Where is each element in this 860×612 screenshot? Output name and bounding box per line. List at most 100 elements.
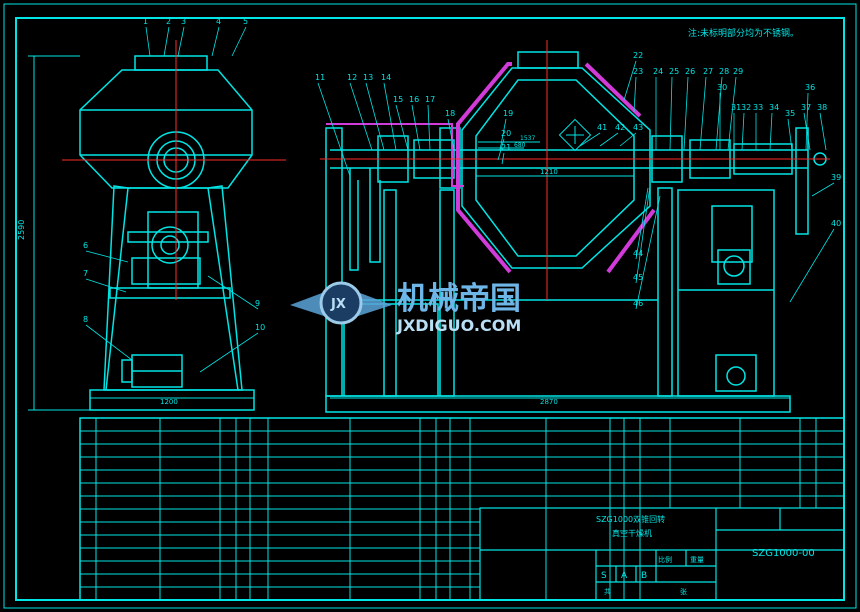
callout-number: 8	[83, 315, 88, 324]
callout-leader	[163, 26, 170, 57]
callout-number: 41	[597, 123, 607, 132]
title-subtitle: 真空干燥机	[612, 528, 652, 538]
callout-leader	[207, 275, 259, 310]
callout-number: 4	[216, 17, 221, 26]
callout-number: 13	[363, 73, 373, 82]
callout-leader	[635, 185, 651, 284]
callout-leader	[395, 104, 409, 151]
callout-leader	[85, 324, 133, 361]
callout-number: 12	[347, 73, 357, 82]
callout-number: 19	[503, 109, 513, 118]
callout-number: 26	[685, 67, 695, 76]
front-view	[79, 55, 255, 411]
side-hatch	[558, 118, 592, 152]
callout-number: 35	[785, 109, 795, 118]
callout-number: 7	[83, 269, 88, 278]
callout-number: 32	[741, 103, 751, 112]
title-cell-b: 张	[680, 587, 687, 596]
callout-number: 22	[633, 51, 643, 60]
callout-number: 40	[831, 219, 841, 228]
callout-number: 31	[731, 103, 741, 112]
callout-number: 15	[393, 95, 403, 104]
side-jacket-left	[326, 123, 464, 187]
callout-leader	[85, 250, 129, 263]
callout-number: 17	[425, 95, 435, 104]
callout-leader	[145, 26, 151, 57]
callout-number: 18	[445, 109, 455, 118]
callout-leader	[633, 76, 637, 113]
callout-leader	[635, 187, 649, 260]
callout-number: 2	[166, 17, 171, 26]
callout-number: 5	[243, 17, 248, 26]
watermark-cn: 机械帝国	[397, 281, 521, 317]
title-scale-label: 比例	[658, 555, 672, 564]
callout-number: 14	[381, 73, 391, 82]
callout-number: 42	[615, 123, 625, 132]
callout-number: 45	[633, 273, 643, 282]
callout-leader	[769, 112, 773, 151]
title-cell-a: 共	[604, 587, 611, 596]
callout-number: 46	[633, 299, 643, 308]
title-drawing-no: SZG1000-00	[752, 548, 815, 559]
callout-leader	[727, 76, 737, 151]
callout-number: 25	[669, 67, 679, 76]
callout-leader	[741, 112, 745, 151]
callout-leader	[635, 195, 661, 310]
callout-number: 36	[805, 83, 815, 92]
callout-number: 23	[633, 67, 643, 76]
callout-number: 27	[703, 67, 713, 76]
parts-table	[79, 417, 845, 601]
callout-leader	[317, 82, 351, 177]
callout-leader	[231, 26, 247, 57]
title-stage-a: A	[621, 571, 628, 581]
callout-number: 21	[501, 143, 511, 152]
callout-leader	[715, 76, 723, 151]
callout-leader	[499, 118, 507, 151]
callout-number: 44	[633, 249, 643, 258]
callout-leader	[211, 26, 220, 57]
callout-number: 6	[83, 241, 88, 250]
watermark-badge: JX	[330, 297, 346, 312]
callout-number: 20	[501, 129, 511, 138]
callout-number: 39	[831, 173, 841, 182]
callout-leader	[497, 138, 505, 161]
side-dimensions	[330, 141, 790, 399]
callout-leader	[349, 82, 373, 151]
callout-leader	[819, 112, 827, 151]
callout-leader	[365, 82, 385, 151]
callout-leader	[789, 228, 835, 303]
callout-number: 3	[181, 17, 186, 26]
title-block	[479, 507, 845, 601]
callout-leader	[803, 112, 811, 151]
side-centerlines	[320, 40, 830, 300]
callout-number: 30	[717, 83, 727, 92]
callout-leader	[427, 104, 431, 151]
callout-number: 1	[143, 17, 148, 26]
callout-leader	[699, 76, 707, 151]
callout-leader	[669, 76, 673, 151]
callout-number: 33	[753, 103, 763, 112]
callout-number: 9	[255, 299, 260, 308]
callout-leader	[599, 132, 619, 147]
front-dim-height: 2590	[17, 220, 26, 240]
side-jacket	[456, 62, 656, 274]
callout-leader	[199, 332, 259, 373]
side-dim-inner: 1210	[540, 168, 558, 176]
callout-leader	[787, 118, 793, 151]
side-dim-width: 2870	[540, 398, 558, 406]
title-product: SZG1000双锥回转	[596, 514, 665, 524]
callout-leader	[447, 118, 455, 151]
callout-leader	[383, 82, 397, 151]
front-dimensions	[28, 55, 254, 411]
side-view	[325, 51, 827, 413]
callout-number: 16	[409, 95, 419, 104]
side-dim-a: 1537	[520, 135, 535, 142]
callout-number: 43	[633, 123, 643, 132]
callout-leader	[623, 60, 637, 101]
front-dim-width: 1200	[160, 398, 178, 406]
callout-leader	[501, 152, 505, 165]
callout-number: 34	[769, 103, 779, 112]
